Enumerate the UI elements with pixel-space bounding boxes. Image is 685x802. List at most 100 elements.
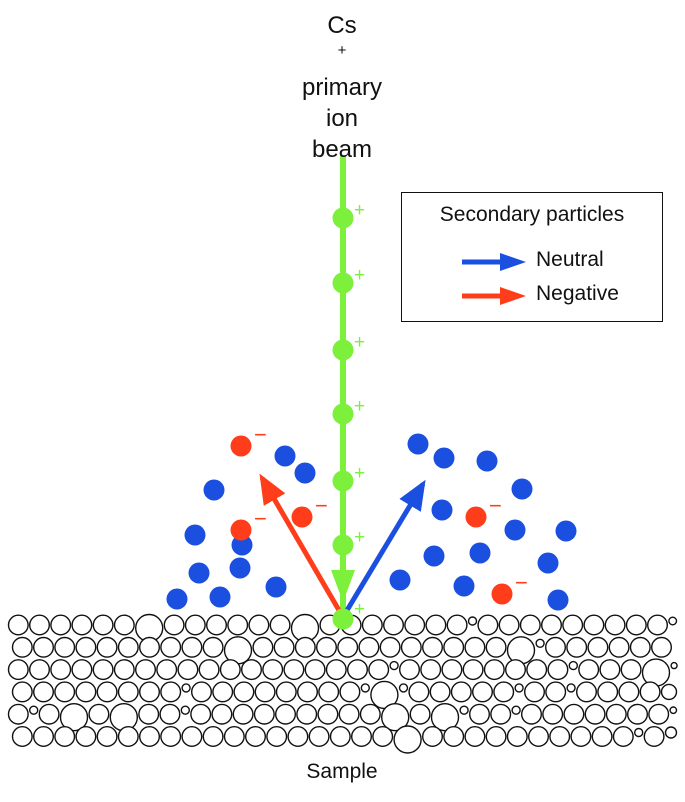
primary-ion-icon xyxy=(332,470,354,492)
sample-atom-icon xyxy=(273,636,295,658)
sample-atom-icon xyxy=(96,726,118,748)
sample-atom-icon xyxy=(283,659,305,681)
sample-atom-icon xyxy=(393,725,422,754)
sample-atom-icon xyxy=(425,614,447,636)
sample-atom-icon xyxy=(467,616,478,626)
sample-atom-icon xyxy=(469,703,491,725)
sample-atom-icon xyxy=(604,614,626,636)
sample-atom-icon xyxy=(485,726,507,748)
sample-atom-icon xyxy=(542,703,564,725)
sample-atom-icon xyxy=(450,681,472,703)
sample-atom-icon xyxy=(202,726,224,748)
sample-atom-icon xyxy=(400,636,422,658)
sample-atom-icon xyxy=(498,614,520,636)
sample-atom-icon xyxy=(7,659,29,681)
neutral-particle-icon xyxy=(188,562,210,584)
sample-atom-icon xyxy=(541,614,563,636)
primary-ion-charge: + xyxy=(354,463,365,484)
sample-atom-icon xyxy=(519,614,541,636)
sample-atom-icon xyxy=(11,636,33,658)
sample-atom-icon xyxy=(429,681,451,703)
negative-ion-charge: − xyxy=(254,422,267,447)
sample-atom-icon xyxy=(381,703,410,732)
sample-atom-icon xyxy=(181,636,203,658)
sample-atom-icon xyxy=(443,726,465,748)
sample-atom-icon xyxy=(92,614,114,636)
sample-atom-icon xyxy=(506,726,528,748)
sample-atom-icon xyxy=(398,683,409,693)
sample-atom-icon xyxy=(75,636,97,658)
sample-atom-icon xyxy=(664,726,678,739)
neutral-particle-icon xyxy=(504,519,526,541)
beam-arrowhead xyxy=(331,570,355,602)
sample-atom-icon xyxy=(205,614,227,636)
sample-atom-icon xyxy=(347,659,369,681)
sample-atom-icon xyxy=(647,614,669,636)
sample-atom-icon xyxy=(138,636,160,658)
primary-ion-icon xyxy=(332,272,354,294)
sample-atom-icon xyxy=(422,726,444,748)
sample-atom-icon xyxy=(578,659,600,681)
neutral-particle-icon xyxy=(231,534,253,556)
sample-atom-icon xyxy=(639,681,661,703)
secondary-particles: −−−−− xyxy=(166,422,577,611)
sample-atom-icon xyxy=(441,659,463,681)
sample-atom-icon xyxy=(399,659,421,681)
neutral-particle-icon xyxy=(294,462,316,484)
sample-atom-icon xyxy=(379,636,401,658)
sample-atom-icon xyxy=(566,636,588,658)
sample-atom-icon xyxy=(360,683,370,693)
sample-atom-icon xyxy=(202,636,224,658)
sample-atom-icon xyxy=(535,638,545,648)
neutral-particle-icon xyxy=(547,589,569,611)
sample-atom-icon xyxy=(163,614,185,636)
beam-label-line4: beam xyxy=(311,136,373,163)
sample-atom-icon xyxy=(138,703,160,725)
sample-atom-icon xyxy=(287,726,309,748)
sample-atom-icon xyxy=(359,703,381,725)
sample-atom-icon xyxy=(422,636,444,658)
beam-label-line3: ion xyxy=(325,105,359,132)
sample-atom-icon xyxy=(372,726,394,748)
sample-atom-icon xyxy=(625,614,647,636)
sample-atom-icon xyxy=(627,703,649,725)
sample-atom-icon xyxy=(547,659,569,681)
negative-ion-icon xyxy=(491,583,513,605)
neutral-particle-icon xyxy=(433,447,455,469)
sample-atom-icon xyxy=(464,636,486,658)
neutral-particle-icon xyxy=(407,433,429,455)
sample-atom-icon xyxy=(75,681,97,703)
sample-atom-icon xyxy=(493,681,515,703)
primary-ion-charge: + xyxy=(354,265,365,286)
sample-atom-icon xyxy=(296,703,318,725)
sample-atom-icon xyxy=(670,661,678,670)
sample-atom-icon xyxy=(134,659,156,681)
sample-atom-icon xyxy=(159,703,181,725)
sample-atom-icon xyxy=(612,726,634,748)
sample-atom-icon xyxy=(351,726,373,748)
primary-ion-icon xyxy=(332,403,354,425)
sample-atom-icon xyxy=(160,636,182,658)
sample-atom-icon xyxy=(269,614,291,636)
sample-atom-icon xyxy=(583,614,605,636)
negative-ion-charge: − xyxy=(254,506,267,531)
sample-atom-icon xyxy=(599,659,621,681)
sample-atom-icon xyxy=(54,636,76,658)
sample-atom-icon xyxy=(361,614,383,636)
sample-atom-icon xyxy=(618,681,640,703)
sample-atom-icon xyxy=(11,726,33,748)
sample-atom-icon xyxy=(643,726,665,748)
beam-label-line2: primary xyxy=(301,74,382,101)
sample-atom-icon xyxy=(177,659,199,681)
negative-arrow-icon xyxy=(462,287,526,305)
sample-atom-icon xyxy=(477,614,499,636)
sample-atom-icon xyxy=(253,703,275,725)
sample-atom-icon xyxy=(50,659,72,681)
sample-atom-icon xyxy=(549,726,571,748)
sample-atom-icon xyxy=(587,636,609,658)
sample-atom-icon xyxy=(383,614,405,636)
sample-atom-icon xyxy=(483,659,505,681)
sample-atom-icon xyxy=(59,703,89,732)
primary-ions: ++++++ xyxy=(332,200,365,556)
